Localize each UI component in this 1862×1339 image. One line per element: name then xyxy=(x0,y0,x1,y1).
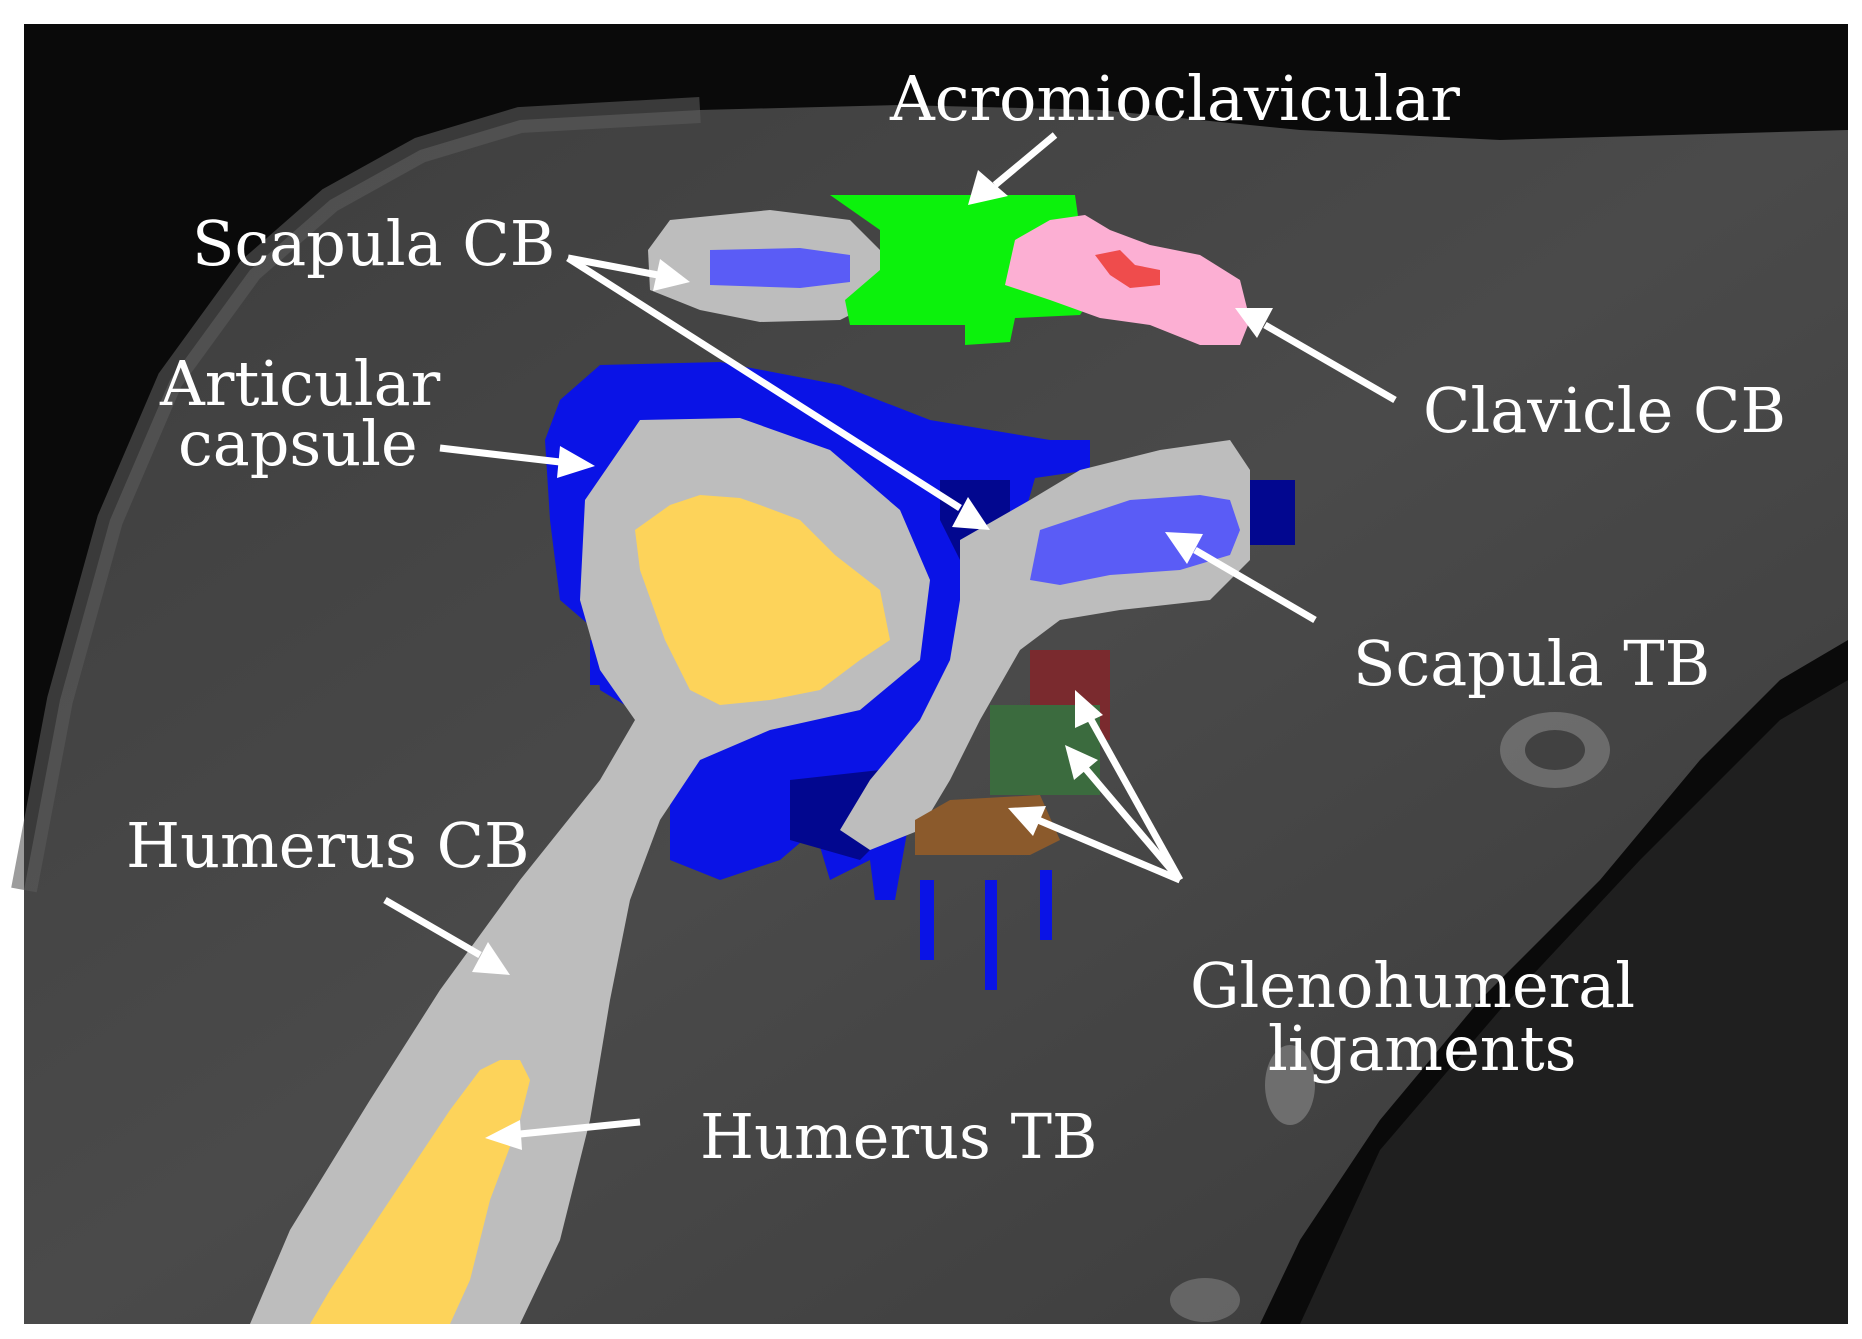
label-humerus-tb: Humerus TB xyxy=(700,1100,1098,1173)
label-acromioclavicular: Acromioclavicular xyxy=(889,62,1460,135)
arrowhead-humerus-cb xyxy=(472,942,510,975)
arrowhead-scapula-tb xyxy=(1165,532,1203,564)
arrow-glenohumeral-2 xyxy=(1082,765,1183,883)
annotation-labels: Acromioclavicular Scapula CB Clavicle CB… xyxy=(126,62,1786,1173)
arrow-humerus-tb xyxy=(519,1118,641,1138)
acromioclavicular-region xyxy=(830,195,1090,345)
label-glenohumeral-line2: ligaments xyxy=(1268,1012,1576,1085)
arrowhead-acromioclavicular xyxy=(968,170,1008,205)
arrowhead-humerus-tb xyxy=(485,1120,522,1150)
annotation-arrows xyxy=(383,132,1397,1150)
arrow-articular-capsule xyxy=(439,444,561,466)
arrow-glenohumeral-3 xyxy=(1036,816,1182,884)
arrowhead-glenohumeral-3 xyxy=(1008,806,1046,836)
arrow-glenohumeral-1 xyxy=(1086,716,1184,882)
label-scapula-tb: Scapula TB xyxy=(1353,627,1710,700)
label-glenohumeral-line1: Glenohumeral xyxy=(1190,949,1635,1022)
arrowhead-scapula-cb-1 xyxy=(653,259,690,291)
label-scapula-cb: Scapula CB xyxy=(192,207,555,280)
arrowhead-clavicle-cb xyxy=(1235,308,1273,338)
humerus-region xyxy=(250,418,930,1324)
arrow-scapula-tb xyxy=(1193,546,1317,624)
arrowhead-glenohumeral-2 xyxy=(1065,745,1098,780)
label-clavicle-cb: Clavicle CB xyxy=(1423,374,1786,447)
label-humerus-cb: Humerus CB xyxy=(126,809,530,882)
arrowhead-scapula-cb-2 xyxy=(952,497,990,530)
label-articular-capsule-line1: Articular xyxy=(159,347,441,420)
arrowhead-glenohumeral-1 xyxy=(1075,690,1103,728)
acromion-region xyxy=(648,210,880,322)
arrow-clavicle-cb xyxy=(1263,321,1397,404)
arrow-humerus-cb xyxy=(383,896,482,959)
arrow-acromioclavicular xyxy=(992,132,1058,188)
arrow-scapula-cb-1 xyxy=(567,254,659,279)
arrow-scapula-cb-2 xyxy=(566,255,962,511)
label-articular-capsule-line2: capsule xyxy=(178,407,418,480)
clavicle-region xyxy=(1005,215,1250,345)
arrowhead-articular-capsule xyxy=(557,446,595,478)
